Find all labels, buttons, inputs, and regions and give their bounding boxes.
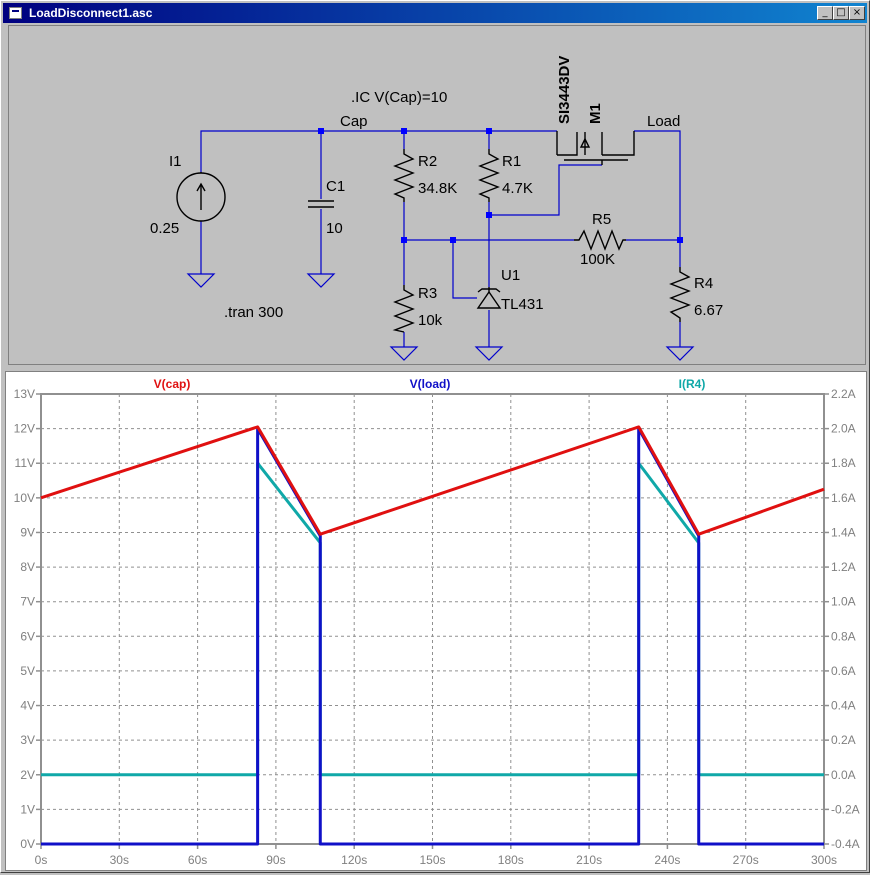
legend-entry[interactable]: I(R4) — [679, 377, 706, 391]
x-tick-label: 90s — [266, 853, 285, 867]
waveform-viewer[interactable]: 0s 30s 60s 90s 120s 150s 180s 210s 240s 270s 300s 0… — [5, 371, 867, 871]
window-title: LoadDisconnect1.asc — [29, 6, 153, 20]
y-left-tick-label: 11V — [15, 456, 35, 470]
r4-symbol — [669, 267, 691, 322]
r4-value[interactable]: 6.67 — [694, 302, 723, 319]
x-tick-label: 60s — [188, 853, 207, 867]
y-left-tick-label: 4V — [20, 699, 35, 713]
waveform-chart[interactable]: 0s 30s 60s 90s 120s 150s 180s 210s 240s 270s 300s 0… — [6, 372, 866, 870]
y-left-tick-label: 9V — [20, 525, 35, 539]
ic-directive[interactable]: .IC V(Cap)=10 — [351, 89, 447, 106]
r5-symbol — [574, 229, 626, 251]
r1-value[interactable]: 4.7K — [502, 180, 533, 197]
x-tick-label: 180s — [498, 853, 524, 867]
legend-entry[interactable]: V(load) — [410, 377, 451, 391]
net-label-cap[interactable]: Cap — [340, 113, 368, 130]
i1-value[interactable]: 0.25 — [150, 220, 179, 237]
r1-symbol — [478, 149, 500, 202]
r3-ref[interactable]: R3 — [418, 285, 437, 302]
y-right-tick-label: 0.4A — [831, 699, 856, 713]
y-right-tick-label: -0.2A — [831, 802, 860, 816]
y-left-tick-label: 12V — [14, 422, 35, 436]
junction-dots — [318, 128, 683, 243]
y-left-tick-label: 6V — [20, 629, 35, 643]
legend-entry[interactable]: V(cap) — [154, 377, 191, 391]
y-right-tick-label: 1.6A — [831, 491, 856, 505]
r2-ref[interactable]: R2 — [418, 153, 437, 170]
wires — [200, 130, 681, 347]
x-tick-label: 270s — [733, 853, 759, 867]
y-right-tick-label: 2.2A — [831, 387, 856, 401]
close-button[interactable]: × — [849, 6, 865, 20]
y-right-tick-label: 0.0A — [831, 768, 856, 782]
title-bar[interactable]: LoadDisconnect1.asc _ □ × — [3, 3, 867, 23]
m1-ref[interactable]: M1 — [587, 103, 604, 124]
series-line[interactable] — [40, 425, 825, 536]
c1-value[interactable]: 10 — [326, 220, 343, 237]
y-left-tick-label: 0V — [20, 837, 35, 851]
r5-ref[interactable]: R5 — [592, 211, 611, 228]
schematic-canvas[interactable]: .IC V(Cap)=10 .tran 300 Cap Load I1 0.25… — [9, 26, 865, 364]
document-icon — [9, 7, 22, 19]
y-left-tick-label: 5V — [20, 664, 35, 678]
y-left-tick-label: 1V — [20, 802, 35, 816]
x-tick-label: 120s — [341, 853, 367, 867]
r2-value[interactable]: 34.8K — [418, 180, 457, 197]
y-left-tick-label: 10V — [14, 491, 35, 505]
restore-button[interactable]: □ — [833, 6, 849, 20]
y-right-tick-label: 1.8A — [831, 456, 856, 470]
y-right-tick-label: 0.6A — [831, 664, 856, 678]
ground-symbols — [186, 273, 695, 361]
x-tick-label: 300s — [811, 853, 837, 867]
minimize-button[interactable]: _ — [817, 6, 833, 20]
x-tick-label: 0s — [35, 853, 48, 867]
r4-ref[interactable]: R4 — [694, 275, 713, 292]
r5-value[interactable]: 100K — [580, 251, 615, 268]
y-left-tick-label: 7V — [20, 595, 35, 609]
i1-ref[interactable]: I1 — [169, 153, 182, 170]
x-tick-label: 210s — [576, 853, 602, 867]
y-right-tick-label: 1.2A — [831, 560, 856, 574]
r2-symbol — [393, 149, 415, 202]
current-source-symbol — [176, 172, 226, 222]
y-left-tick-label: 2V — [20, 768, 35, 782]
x-tick-label: 240s — [654, 853, 680, 867]
mosfet-symbol — [556, 131, 635, 165]
y-left-tick-label: 13V — [14, 387, 35, 401]
c1-ref[interactable]: C1 — [326, 178, 345, 195]
net-label-load[interactable]: Load — [647, 113, 680, 130]
capacitor-symbol — [308, 200, 334, 208]
series-line[interactable] — [41, 427, 824, 846]
r1-ref[interactable]: R1 — [502, 153, 521, 170]
y-right-tick-label: -0.4A — [831, 837, 860, 851]
x-tick-label: 30s — [110, 853, 129, 867]
resistors — [392, 149, 691, 333]
r3-value[interactable]: 10k — [418, 312, 443, 329]
y-right-tick-label: 1.0A — [831, 595, 856, 609]
schematic-editor[interactable]: .IC V(Cap)=10 .tran 300 Cap Load I1 0.25… — [8, 25, 866, 365]
m1-value[interactable]: SI3443DV — [556, 56, 573, 124]
y-left-tick-label: 8V — [20, 560, 35, 574]
y-right-tick-label: 0.2A — [831, 733, 856, 747]
y-right-tick-label: 2.0A — [831, 422, 856, 436]
tran-directive[interactable]: .tran 300 — [224, 304, 283, 321]
u1-ref[interactable]: U1 — [501, 267, 520, 284]
x-tick-label: 150s — [419, 853, 445, 867]
tl431-symbol — [476, 287, 502, 309]
y-left-tick-label: 3V — [20, 733, 35, 747]
r3-symbol — [392, 285, 415, 333]
u1-value[interactable]: TL431 — [501, 296, 544, 313]
y-right-tick-label: 1.4A — [831, 525, 856, 539]
y-right-tick-label: 0.8A — [831, 629, 856, 643]
